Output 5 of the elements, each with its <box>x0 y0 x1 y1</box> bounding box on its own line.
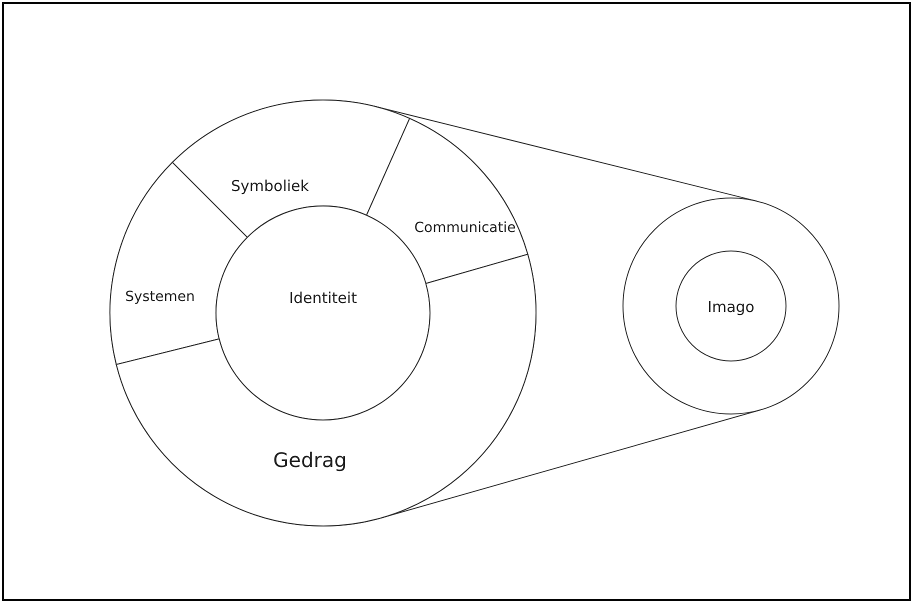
outer-circle <box>622 198 840 414</box>
outer-circle <box>110 100 536 526</box>
inner-circle: Imago <box>676 250 786 362</box>
ring-segment: Communicatie <box>366 118 528 284</box>
ring-segment: Symboliek <box>172 100 410 238</box>
